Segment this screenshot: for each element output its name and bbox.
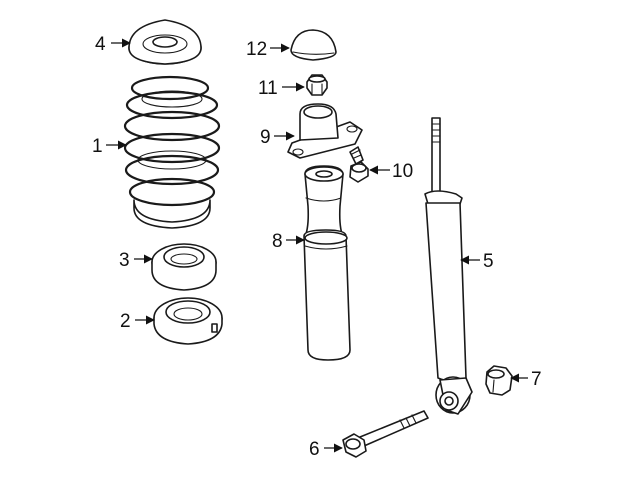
callout-9: 9 — [260, 127, 271, 148]
upper-spring-pad — [128, 19, 202, 65]
upper-mount — [287, 103, 363, 159]
callout-5: 5 — [483, 251, 494, 272]
spring-isolator — [151, 243, 217, 291]
callout-2: 2 — [120, 311, 131, 332]
bump-stop-dust-boot — [303, 165, 351, 361]
mount-bolt — [349, 146, 369, 183]
coil-spring — [123, 75, 221, 229]
callout-10: 10 — [392, 161, 413, 182]
callout-7: 7 — [531, 369, 542, 390]
shock-lower-bolt — [342, 410, 429, 458]
dust-cap — [290, 29, 337, 61]
shock-lower-nut — [485, 365, 513, 396]
shock-absorber — [424, 117, 473, 415]
callout-11: 11 — [258, 78, 278, 99]
callout-3: 3 — [119, 250, 130, 271]
callout-1: 1 — [92, 136, 103, 157]
callout-6: 6 — [309, 439, 320, 460]
callout-8: 8 — [272, 231, 283, 252]
lower-spring-seat — [153, 297, 223, 345]
callouts: 4 12 11 1 9 10 8 3 5 2 7 6 — [92, 34, 542, 460]
hex-nut — [306, 74, 328, 96]
callout-4: 4 — [95, 34, 106, 55]
callout-12: 12 — [246, 39, 267, 60]
